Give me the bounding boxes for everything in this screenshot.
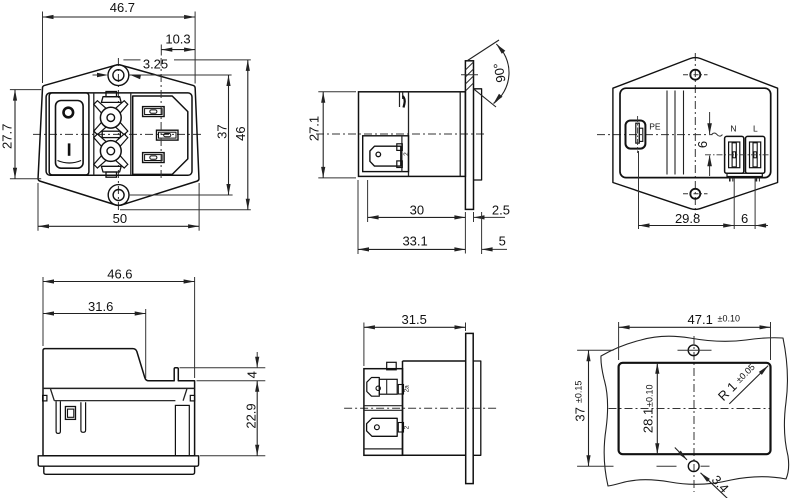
svg-text:27.7: 27.7 — [0, 124, 15, 149]
svg-text:10.3: 10.3 — [165, 31, 190, 46]
svg-text:4: 4 — [245, 371, 260, 378]
svg-text:3.25: 3.25 — [143, 57, 168, 72]
svg-text:6: 6 — [741, 211, 748, 226]
svg-text:±0.10: ±0.10 — [645, 384, 655, 406]
svg-text:±0.10: ±0.10 — [718, 314, 740, 324]
svg-text:2.5: 2.5 — [492, 203, 510, 218]
svg-text:6: 6 — [695, 141, 710, 148]
svg-text:37: 37 — [215, 124, 230, 138]
svg-text:90°: 90° — [490, 62, 508, 84]
svg-text:2: 2 — [403, 152, 410, 156]
svg-text:5: 5 — [499, 234, 506, 249]
svg-text:31.5: 31.5 — [402, 312, 427, 327]
svg-text:31.6: 31.6 — [88, 299, 113, 314]
svg-text:2a: 2a — [403, 385, 410, 393]
svg-text:L: L — [753, 124, 758, 134]
svg-text:PE: PE — [649, 122, 661, 132]
svg-text:47.1: 47.1 — [688, 312, 713, 327]
svg-text:22.9: 22.9 — [243, 403, 258, 428]
svg-text:46.7: 46.7 — [110, 0, 135, 15]
svg-text:37: 37 — [572, 407, 587, 421]
svg-text:29.8: 29.8 — [675, 211, 700, 226]
svg-text:46.6: 46.6 — [107, 267, 132, 282]
svg-text:2: 2 — [403, 425, 410, 429]
svg-text:±0.15: ±0.15 — [574, 381, 584, 403]
svg-text:50: 50 — [113, 211, 127, 226]
svg-text:33.1: 33.1 — [402, 234, 427, 249]
svg-text:27.1: 27.1 — [307, 116, 322, 141]
svg-text:30: 30 — [410, 202, 424, 217]
svg-text:46: 46 — [233, 126, 248, 140]
svg-text:N: N — [730, 124, 736, 134]
svg-text:28.1: 28.1 — [641, 408, 656, 433]
